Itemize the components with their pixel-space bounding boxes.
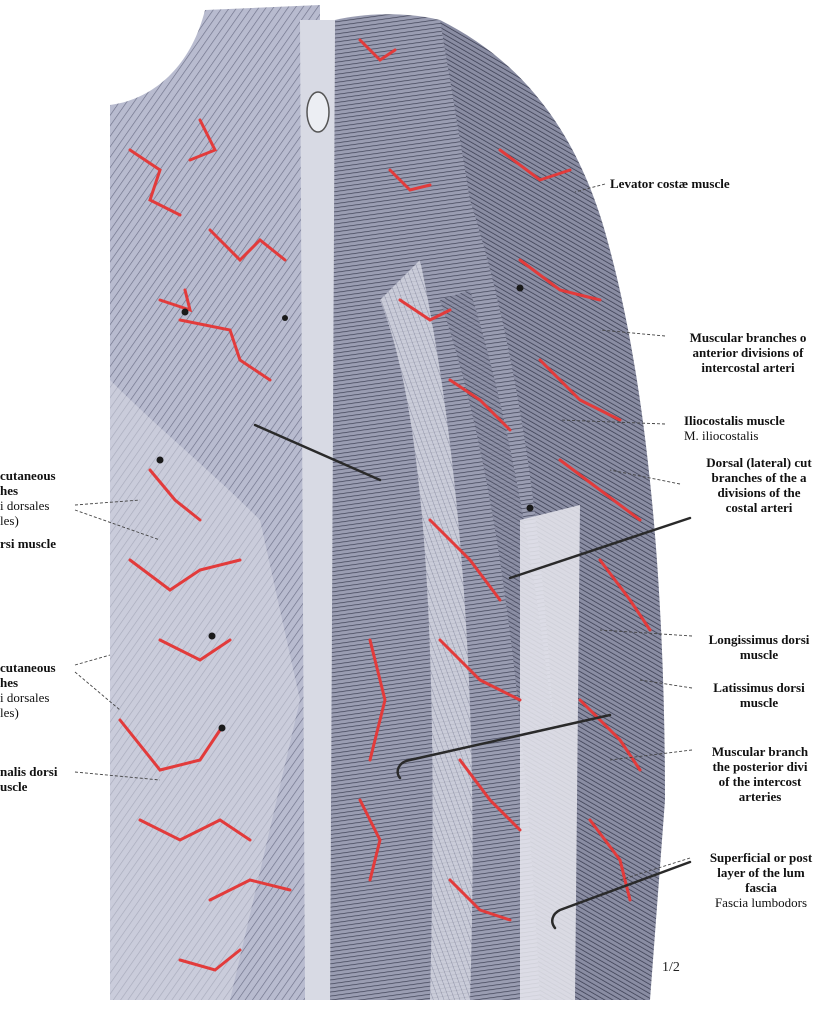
label-iliocostalis: Iliocostalis muscle M. iliocostalis [684, 413, 785, 443]
longissimus-strip [380, 260, 473, 1000]
scale-fraction: 1/2 [662, 960, 680, 975]
fascia-lumbodorsalis [520, 505, 580, 1000]
spinous-process [306, 91, 330, 133]
back-skin-shade [110, 380, 300, 1000]
label-dorsal-cutaneous-upper: cutaneous hes i dorsales les) [0, 468, 56, 528]
label-dorsal-lateral-cutaneous: Dorsal (lateral) cut branches of the a d… [706, 455, 812, 515]
label-spinalis-dorsi: nalis dorsi uscle [0, 764, 58, 794]
arteries [118, 38, 652, 972]
label-muscular-branches-anterior: Muscular branches o anterior divisions o… [689, 330, 807, 375]
label-latissimus-left: rsi muscle [0, 536, 56, 551]
label-muscular-branches-posterior: Muscular branch the posterior divi of th… [711, 744, 809, 804]
spinal-column [300, 20, 335, 1000]
label-dorsal-cutaneous-lower: cutaneous hes i dorsales les) [0, 660, 56, 720]
label-latissimus-dorsi: Latissimus dorsi muscle [713, 680, 805, 710]
label-superficial-fascia: Superficial or post layer of the lum fas… [709, 850, 813, 910]
vessel-openings [156, 284, 534, 732]
label-longissimus-dorsi: Longissimus dorsi muscle [708, 632, 810, 662]
retractor-hooks [253, 423, 692, 930]
leader-lines [74, 183, 693, 881]
rib-cage-lateral [440, 20, 665, 1000]
label-levator-costae: Levator costæ muscle [610, 176, 730, 191]
